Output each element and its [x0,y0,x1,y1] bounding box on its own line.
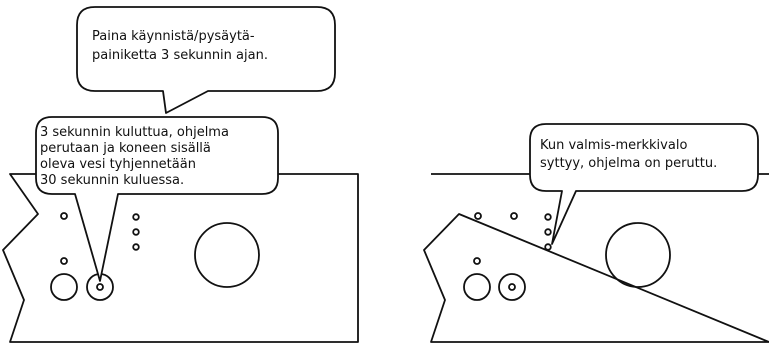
top-callout-line-2: painiketta 3 sekunnin ajan. [92,48,268,63]
middle-callout-text: 3 sekunnin kuluttua, ohjelma perutaan ja… [40,125,233,188]
right-callout-line-2: syttyy, ohjelma on peruttu. [540,156,717,171]
left-indicator-led [60,212,68,220]
middle-callout-line-4: 30 sekunnin kuluessa. [40,173,184,188]
left-led-1 [132,213,140,221]
left-led-3 [132,243,140,251]
right-led-top [510,212,518,220]
right-ready-led [544,243,552,251]
right-program-knob [605,222,671,288]
right-callout-line-1: Kun valmis-merkkivalo [540,138,687,153]
left-program-knob [194,222,260,288]
right-small-dot [473,257,481,265]
middle-callout-line-1: 3 sekunnin kuluttua, ohjelma [40,125,229,140]
left-control-panel [2,173,359,343]
left-led-2 [132,228,140,236]
middle-callout-line-2: perutaan ja koneen sisällä [40,141,211,156]
right-led-2 [544,228,552,236]
right-callout-bubble [529,123,759,245]
right-callout-text: Kun valmis-merkkivalo syttyy, ohjelma on… [540,138,717,171]
right-led-1 [544,213,552,221]
right-start-stop-button [498,273,526,301]
right-indicator-led [474,212,482,220]
top-callout-text: Paina käynnistä/pysäytä- painiketta 3 se… [92,29,268,63]
left-start-stop-button-center [96,283,104,291]
left-button-1 [50,273,78,301]
right-button-1 [463,273,491,301]
top-callout-bubble [76,6,336,114]
middle-callout-bubble [35,116,279,282]
top-callout-line-1: Paina käynnistä/pysäytä- [92,29,255,44]
left-panel-outline [2,173,359,343]
left-small-dot [60,257,68,265]
right-start-stop-button-center [508,283,516,291]
right-control-panel [423,173,769,343]
middle-callout-line-3: oleva vesi tyhjennetään [40,157,196,172]
